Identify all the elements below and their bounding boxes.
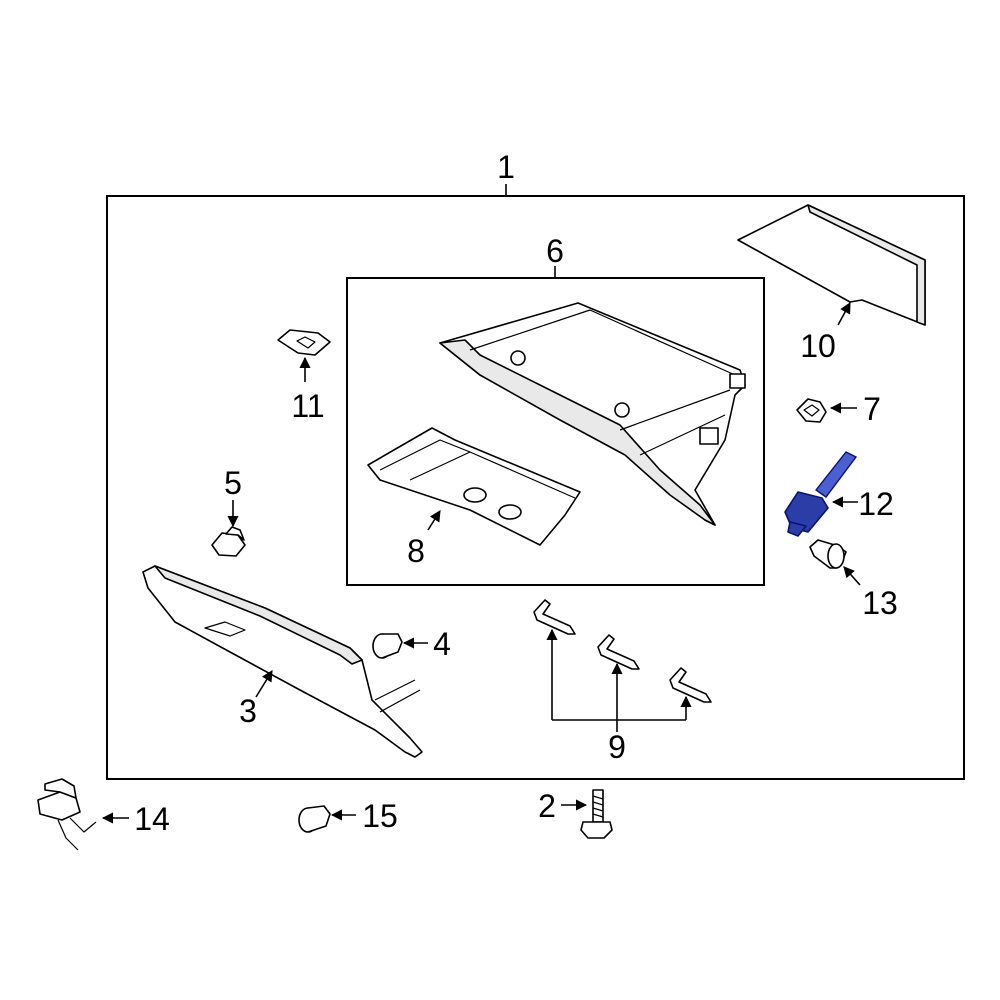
callout-2[interactable]: 2 [538,788,556,824]
callout-3-leader [255,670,273,698]
glove-box-bin-part[interactable] [439,302,746,526]
callout-15[interactable]: 15 [362,798,398,834]
callout-6[interactable]: 6 [546,233,564,269]
callout-10-leader [837,302,851,326]
callout-13-leader [843,566,861,586]
connector-harness-part[interactable] [37,778,97,851]
panel-part[interactable] [737,204,926,326]
pin-part-13[interactable] [809,539,847,569]
callout-13[interactable]: 13 [862,585,898,621]
callout-9[interactable]: 9 [608,729,626,765]
bolt-part[interactable] [580,789,613,839]
grommet-part-4[interactable] [372,633,403,659]
push-pin-part[interactable] [211,526,246,557]
callout-12[interactable]: 12 [858,486,894,522]
damper-strut-part-highlighted[interactable] [784,451,858,537]
bracket-part[interactable] [277,329,331,356]
callout-4[interactable]: 4 [433,626,451,662]
callout-11[interactable]: 11 [291,388,324,424]
bin-liner-part[interactable] [367,427,581,546]
wire-clip-parts[interactable] [533,599,712,703]
callout-5[interactable]: 5 [224,465,242,501]
door-trim-part[interactable] [142,565,423,758]
callout-8-leader [427,510,441,531]
callout-10[interactable]: 10 [800,328,836,364]
callout-1[interactable]: 1 [497,149,515,185]
assembly-frame [106,195,965,780]
callout-3[interactable]: 3 [239,693,257,729]
spring-clip-part[interactable] [796,398,827,423]
callout-14[interactable]: 14 [134,801,170,837]
grommet-part-15[interactable] [298,805,331,833]
callout-7[interactable]: 7 [863,391,881,427]
callout-8[interactable]: 8 [407,533,425,569]
